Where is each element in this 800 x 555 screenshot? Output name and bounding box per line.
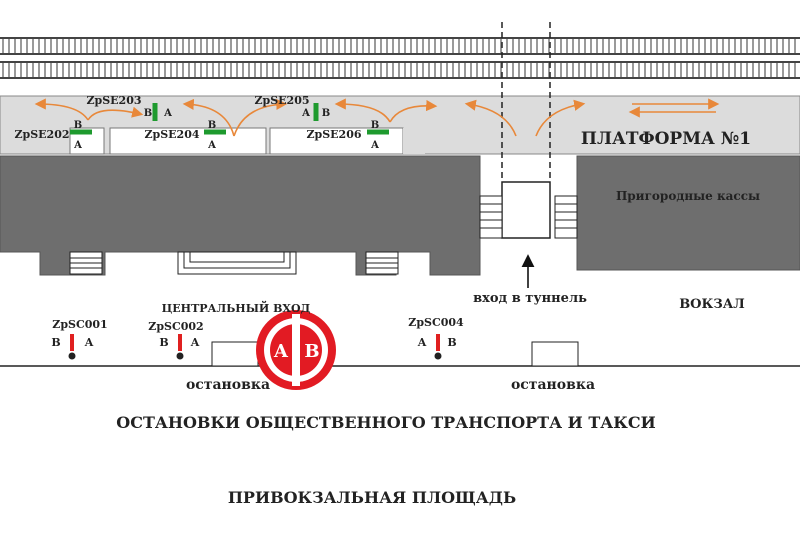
platform-point-side-b: B <box>74 120 82 131</box>
tunnel-entrance-label: вход в туннель <box>473 291 587 306</box>
platform-point-side-b: B <box>208 120 216 131</box>
platform-point-side-a: A <box>370 140 379 151</box>
red-marker-dot <box>68 352 76 360</box>
flow-arrow <box>389 99 438 123</box>
square-point-id: ZpSC004 <box>408 316 464 329</box>
flow-arrow <box>233 98 288 137</box>
platform-kiosk-center <box>109 127 267 155</box>
platform-kiosk-right-end <box>403 128 425 154</box>
station-square-label: ПРИВОКЗАЛЬНАЯ ПЛОЩАДЬ <box>228 488 516 507</box>
red-marker-dot <box>176 352 184 360</box>
square-point-side-a: A <box>190 336 200 349</box>
flow-arrow <box>334 98 391 123</box>
track-1-ties <box>0 38 800 54</box>
flow-arrow <box>34 98 89 121</box>
square-point-side-b: B <box>159 336 168 349</box>
platform-point-side-b: B <box>322 108 330 119</box>
platform-point-id: ZpSE202 <box>14 128 69 141</box>
platform-point-id: ZpSE206 <box>306 128 361 141</box>
central-entrance-label: ЦЕНТРАЛЬНЫЙ ВХОД <box>162 300 311 315</box>
stop-left-label: остановка <box>186 377 270 393</box>
transport-stops-label: ОСТАНОВКИ ОБЩЕСТВЕННОГО ТРАНСПОРТА И ТАК… <box>116 413 655 432</box>
station-label: ВОКЗАЛ <box>679 297 745 312</box>
flow-arrow <box>87 106 144 121</box>
track-2-ties <box>0 62 800 78</box>
square-point-side-b: B <box>447 336 456 349</box>
platform-label: ПЛАТФОРМА №1 <box>581 129 751 149</box>
platform-point-side-a: A <box>301 108 310 119</box>
metro-logo-left-letter: А <box>274 341 289 362</box>
square-point-id: ZpSC002 <box>148 320 203 333</box>
flow-arrow <box>535 99 586 137</box>
platform-point-id: ZpSE205 <box>254 94 309 107</box>
metro-logo: А В <box>256 310 336 390</box>
tunnel-stairs <box>479 181 578 239</box>
bus-stop-shelter-left <box>211 341 259 367</box>
suburban-tickets-label: Пригородные кассы <box>616 189 760 203</box>
platform-point-side-b: B <box>144 108 152 119</box>
ticket-office-building <box>576 155 800 271</box>
platform-point-side-a: A <box>73 140 82 151</box>
square-point-side-b: B <box>51 336 60 349</box>
square-point-side-a: A <box>417 336 427 349</box>
building-exit-stairs <box>69 251 399 275</box>
square-point-side-a: A <box>84 336 94 349</box>
flow-arrow <box>464 99 517 137</box>
square-point-id: ZpSC001 <box>52 318 107 331</box>
flow-arrow <box>182 98 235 137</box>
platform-point-marker: ZpSE206 BA <box>306 120 389 151</box>
red-marker-dot <box>434 352 442 360</box>
platform-point-side-a: A <box>207 140 216 151</box>
platform-point-side-a: A <box>163 108 172 119</box>
metro-logo-right-letter: В <box>304 341 319 362</box>
platform-point-id: ZpSE204 <box>144 128 199 141</box>
platform-point-marker: ZpSE202 BA <box>14 120 92 151</box>
bus-stop-shelter-right <box>531 341 579 367</box>
railway-tracks <box>0 37 800 79</box>
platform-point-marker: ZpSE204 BA <box>144 120 226 151</box>
stop-right-label: остановка <box>511 377 595 393</box>
passenger-flow-arrows <box>34 98 720 137</box>
platform-point-side-b: B <box>371 120 379 131</box>
platform-point-id: ZpSE203 <box>86 94 141 107</box>
station-building <box>0 155 481 276</box>
